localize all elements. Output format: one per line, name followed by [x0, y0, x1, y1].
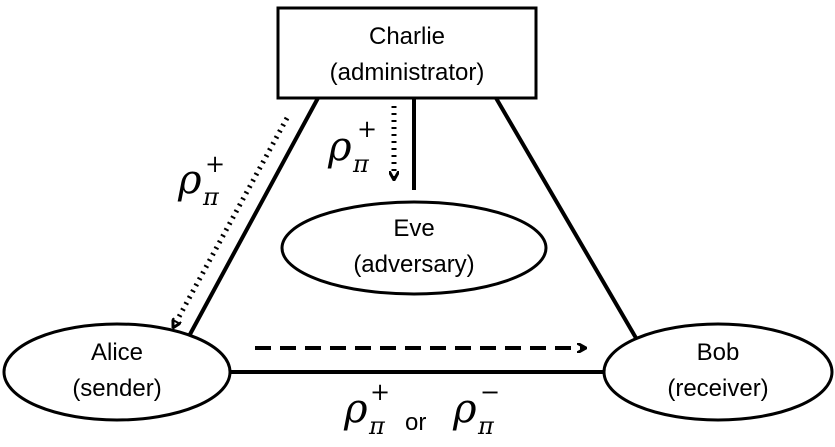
- rho-symbol: ρ: [177, 157, 202, 203]
- or-connector: or: [405, 409, 426, 436]
- eve-name: Eve: [393, 215, 434, 242]
- minus-superscript: −: [480, 378, 500, 406]
- label-charlie-to-eve: ρ π +: [327, 115, 377, 178]
- charlie-name: Charlie: [369, 23, 445, 50]
- charlie-role: (administrator): [330, 59, 485, 86]
- alice-name: Alice: [91, 339, 143, 366]
- plus-superscript: +: [357, 115, 377, 143]
- pi-subscript: π: [368, 412, 386, 440]
- pi-subscript: π: [477, 412, 495, 440]
- rho-symbol: ρ: [343, 386, 368, 432]
- bob-node: [602, 322, 834, 422]
- label-charlie-to-alice: ρ π +: [177, 150, 225, 211]
- charlie-box: [276, 6, 538, 100]
- rho-symbol: ρ: [327, 124, 352, 170]
- eve-role: (adversary): [353, 251, 474, 278]
- dotted-arrow-charlie-to-alice: [174, 116, 290, 326]
- label-alice-to-bob: ρ π + or ρ π −: [343, 378, 500, 440]
- pi-subscript: π: [202, 183, 220, 211]
- eve-node: [280, 200, 548, 296]
- edge-charlie-bob: [494, 96, 638, 340]
- bob-name: Bob: [697, 339, 740, 366]
- bob-role: (receiver): [667, 375, 768, 402]
- alice-node: [2, 322, 232, 422]
- plus-superscript: +: [205, 150, 225, 178]
- alice-role: (sender): [72, 375, 161, 402]
- edge-charlie-alice: [186, 97, 320, 339]
- rho-symbol: ρ: [452, 386, 477, 432]
- pi-subscript: π: [352, 150, 370, 178]
- plus-superscript: +: [370, 378, 390, 406]
